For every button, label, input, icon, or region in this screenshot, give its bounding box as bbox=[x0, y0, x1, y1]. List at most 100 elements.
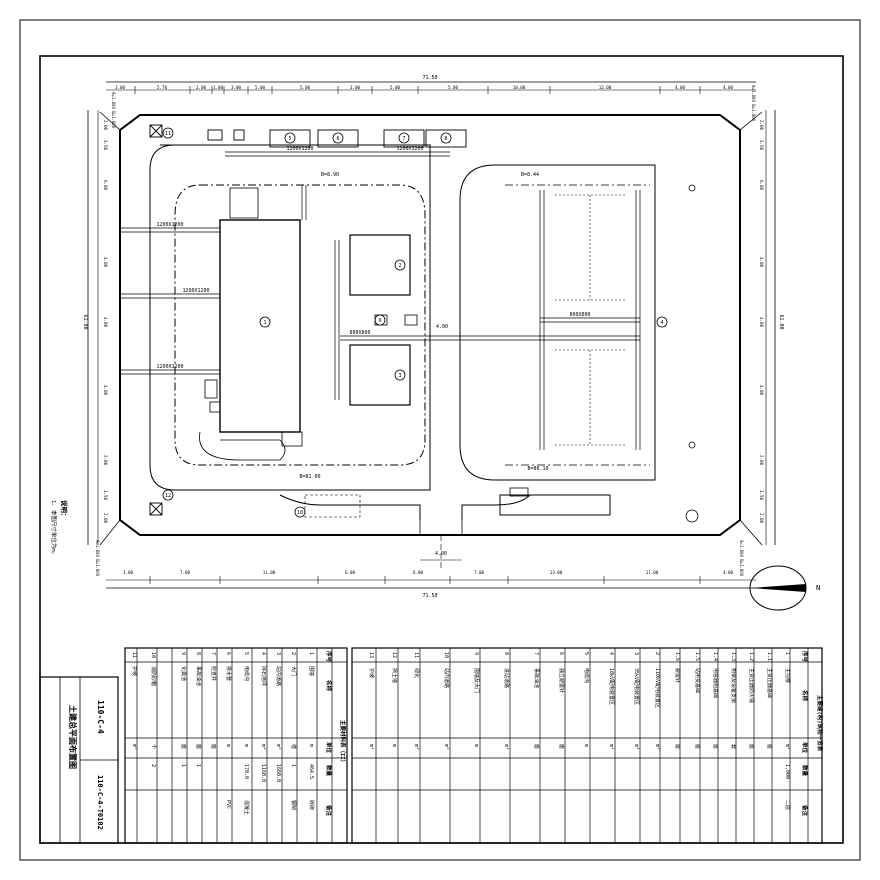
svg-text:1.00: 1.00 bbox=[213, 85, 224, 90]
table-row: m² bbox=[275, 744, 281, 750]
table-row: 6 bbox=[558, 652, 564, 655]
table-row: 2 bbox=[654, 652, 660, 655]
trench-label-5: 1200X1200 bbox=[156, 364, 183, 370]
svg-text:6.00: 6.00 bbox=[345, 570, 356, 575]
trench-label-1: 1200X1200 bbox=[286, 146, 313, 152]
svg-text:4.00: 4.00 bbox=[759, 317, 764, 328]
table-row: 1160.0 bbox=[260, 764, 266, 782]
table-row: 电缆沟 bbox=[243, 666, 250, 681]
table-row: 1.3 bbox=[730, 652, 736, 661]
mark-b4: 4 bbox=[660, 320, 663, 326]
table-row: 挡土墙 bbox=[391, 668, 398, 683]
svg-text:2.00: 2.00 bbox=[103, 455, 108, 466]
table-row: 7 bbox=[533, 652, 539, 655]
svg-text:2.00: 2.00 bbox=[759, 455, 764, 466]
left-segment-dims: 2.00 3.50 6.00 4.00 4.00 4.00 2.00 3.50 … bbox=[103, 120, 108, 524]
svg-text:7.00: 7.00 bbox=[474, 570, 485, 575]
main-building-outline bbox=[219, 219, 301, 433]
road-level-top-right: B=8.44 bbox=[521, 172, 539, 178]
table-row: 1 bbox=[308, 652, 314, 655]
ts-h-name: 名称 bbox=[325, 680, 333, 692]
table-row: m² bbox=[443, 744, 449, 750]
mark-main: 1 bbox=[263, 320, 266, 326]
svg-text:5.00: 5.00 bbox=[390, 85, 401, 90]
bottom-total-dim: 71.50 bbox=[422, 593, 437, 599]
svg-text:2.00: 2.00 bbox=[103, 513, 108, 524]
ts-h-no: 序号 bbox=[325, 650, 333, 663]
svg-text:11.00: 11.00 bbox=[646, 570, 659, 575]
table-row: m² bbox=[368, 744, 374, 750]
table-row: m bbox=[473, 744, 479, 747]
svg-text:4.00: 4.00 bbox=[103, 257, 108, 268]
table-row: 座 bbox=[766, 744, 773, 749]
ts-h-remark: 备注 bbox=[325, 804, 333, 817]
title-block bbox=[39, 676, 119, 844]
table-row: m² bbox=[633, 744, 639, 750]
table-row: 樘 bbox=[290, 744, 297, 749]
table-row: 绿化 bbox=[413, 668, 420, 678]
site-plan bbox=[87, 81, 776, 589]
svg-text:10.00: 10.00 bbox=[513, 85, 526, 90]
svg-text:3.00: 3.00 bbox=[231, 85, 242, 90]
table-row: m bbox=[243, 744, 249, 747]
svg-text:3.00: 3.00 bbox=[350, 85, 361, 90]
mark-b7: 7 bbox=[402, 136, 405, 142]
table-row: 碎石地坪 bbox=[260, 666, 267, 686]
table-row: 事故油池 bbox=[533, 668, 540, 688]
table-row: 检查井 bbox=[210, 666, 217, 681]
svg-text:3.50: 3.50 bbox=[759, 140, 764, 151]
mark-b3: 3 bbox=[398, 373, 401, 379]
drawing-number: 110-C-4-T0102 bbox=[96, 775, 104, 830]
table-row: PVC bbox=[225, 800, 231, 809]
table-row: m bbox=[225, 744, 231, 747]
table-row: 464.5 bbox=[308, 764, 314, 779]
table-row: 站用变基础 bbox=[694, 668, 701, 693]
tl-h-unit: 单位 bbox=[801, 742, 809, 754]
table-row: 座 bbox=[558, 744, 565, 749]
table-row: 混凝土 bbox=[243, 800, 250, 815]
table-row: 围墙及大门 bbox=[473, 668, 480, 693]
table-row: 3 bbox=[275, 652, 281, 655]
table-row: 主控楼 bbox=[784, 668, 791, 683]
table-row: 电容器组基础 bbox=[712, 668, 719, 698]
table-row: 5 bbox=[583, 652, 589, 655]
svg-text:2.00: 2.00 bbox=[759, 513, 764, 524]
mark-b10: 10 bbox=[297, 510, 303, 516]
table-row: 座 bbox=[210, 744, 217, 749]
table-row: 4 bbox=[608, 652, 614, 655]
table-large-caption: 主要建(构)筑物一览表 bbox=[816, 695, 824, 752]
table-row: 1.2 bbox=[748, 652, 754, 661]
svg-text:3.50: 3.50 bbox=[759, 490, 764, 501]
table-row: m² bbox=[784, 744, 790, 750]
table-row: 座 bbox=[694, 744, 701, 749]
trench-label-2: 1200X1200 bbox=[396, 146, 423, 152]
table-small-grid bbox=[124, 647, 348, 844]
road-level-bottom: B=81.00 bbox=[299, 474, 320, 480]
ts-h-qty: 数量 bbox=[325, 765, 333, 777]
tl-h-remark: 备注 bbox=[801, 804, 809, 817]
right-total-dim: 61.00 bbox=[778, 314, 784, 329]
table-row: 独立避雷针 bbox=[558, 668, 565, 693]
road-level-top: B=8.90 bbox=[321, 172, 339, 178]
table-row: 构架及设备支架 bbox=[730, 668, 737, 703]
table-row: m² bbox=[654, 744, 660, 750]
road-width-dim: 4.00 bbox=[436, 324, 448, 330]
table-row: 电缆沟 bbox=[583, 668, 590, 683]
svg-text:4.00: 4.00 bbox=[103, 385, 108, 396]
table-large-rows: 1 主控楼 m² 1,000 二层 1.1 主变压器基础 座 1.2 主变压器防… bbox=[368, 652, 791, 810]
svg-text:4.00: 4.00 bbox=[723, 570, 734, 575]
table-row: 1 bbox=[180, 764, 186, 767]
svg-text:6.00: 6.00 bbox=[759, 180, 764, 191]
mark-b2: 2 bbox=[398, 263, 401, 269]
svg-text:2.00: 2.00 bbox=[196, 85, 207, 90]
table-row: 1660.0 bbox=[275, 764, 281, 782]
table-row: m bbox=[583, 744, 589, 747]
table-row: m² bbox=[413, 744, 419, 750]
table-row: 35kV配电装置区 bbox=[633, 668, 640, 705]
svg-text:4.00: 4.00 bbox=[759, 385, 764, 396]
top-total-dim: 71.50 bbox=[422, 75, 437, 81]
svg-text:3.00: 3.00 bbox=[123, 570, 134, 575]
table-row: 钢制 bbox=[290, 800, 297, 810]
ts-h-unit: 单位 bbox=[325, 742, 333, 754]
tl-h-name: 名称 bbox=[801, 690, 809, 702]
